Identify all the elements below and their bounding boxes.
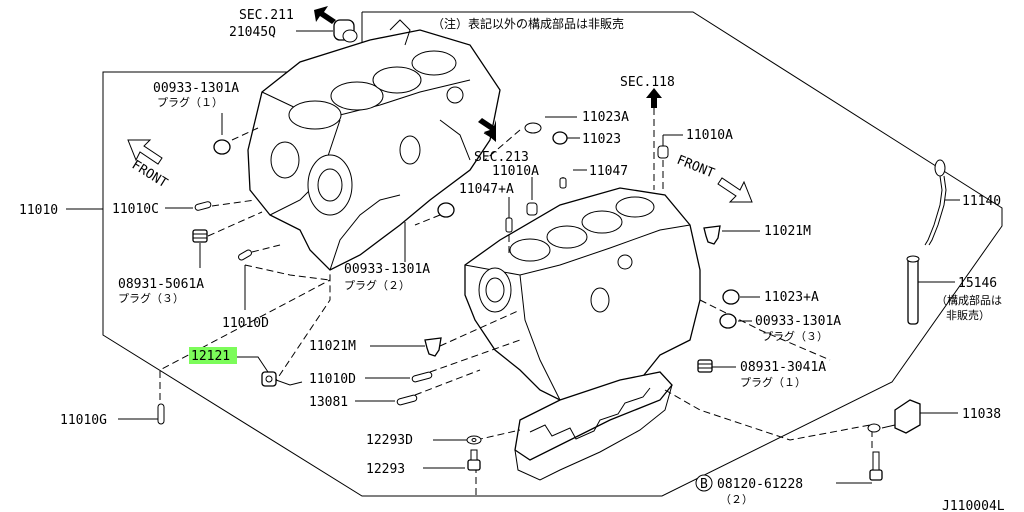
part-15146-label[interactable]: 15146 xyxy=(958,276,997,291)
pin-11047a-icon xyxy=(505,217,513,233)
washer-12293d-icon xyxy=(466,435,482,445)
dowel-pin-11010g-icon xyxy=(157,403,165,425)
bolt-12293-icon xyxy=(467,449,481,471)
front-right-label: FRONT xyxy=(675,153,717,182)
part-00933-mid-label[interactable]: 00933-1301A xyxy=(344,262,430,277)
plug-00933-top-icon xyxy=(213,139,231,155)
part-08931-5061a-label[interactable]: 08931-5061A xyxy=(118,277,204,292)
part-11047a-label[interactable]: 11047+A xyxy=(459,182,514,197)
guide-tube-15146-icon xyxy=(906,255,920,325)
sec213-label[interactable]: SEC.213 xyxy=(474,150,529,165)
part-00933-mid-sub: プラグ（２） xyxy=(344,278,410,292)
sec211-label[interactable]: SEC.211 xyxy=(239,8,294,23)
part-11038-label[interactable]: 11038 xyxy=(962,407,1001,422)
part-21045q-label[interactable]: 21045Q xyxy=(229,25,276,40)
small-parts xyxy=(127,6,947,481)
arrow-sec213-icon xyxy=(478,118,496,142)
part-11021m-right-label[interactable]: 11021M xyxy=(764,224,811,239)
plug-08931-5061a-icon xyxy=(192,229,208,243)
part-00933-right-sub: プラグ（３） xyxy=(762,329,828,343)
dowel-pin-11010d-left-icon xyxy=(238,249,252,261)
bolt-type-letter: B xyxy=(700,477,708,492)
part-11010d-mid-label[interactable]: 11010D xyxy=(309,372,356,387)
part-00933-right-label[interactable]: 00933-1301A xyxy=(755,314,841,329)
arrow-sec118-icon xyxy=(646,88,662,108)
bolt-08120-icon xyxy=(869,451,883,481)
labels: （注）表記以外の構成部品は非販売 SEC.211 21045Q 00933-13… xyxy=(19,8,1005,512)
pin-11047-icon xyxy=(559,177,567,189)
part-11010g-label[interactable]: 11010G xyxy=(60,413,107,428)
part-00933-top-sub: プラグ（１） xyxy=(157,95,223,109)
part-15146-sub2: 非販売） xyxy=(946,309,990,322)
part-11023pa-label[interactable]: 11023+A xyxy=(764,290,819,305)
plug-00933-right-icon xyxy=(719,313,737,329)
oil-jet-12121-icon xyxy=(261,371,303,387)
plug-21045q-icon xyxy=(333,19,358,43)
part-11021m-left-label[interactable]: 11021M xyxy=(309,339,356,354)
highlight-12121 xyxy=(189,347,237,364)
part-11023a-label[interactable]: 11023A xyxy=(582,110,629,125)
front-left-label: FRONT xyxy=(129,158,170,192)
dowel-pin-11010c-icon xyxy=(194,201,212,211)
part-08120-label[interactable]: 08120-61228 xyxy=(717,477,803,492)
part-11010-label[interactable]: 11010 xyxy=(19,203,58,218)
part-11010a-right-label[interactable]: 11010A xyxy=(686,128,733,143)
part-08120-sub: （２） xyxy=(720,493,753,506)
part-11010a-mid-label[interactable]: 11010A xyxy=(492,164,539,179)
part-15146-sub1: （構成部品は xyxy=(936,293,1002,307)
plug-11023pa-icon xyxy=(722,289,740,305)
pin-13081-icon xyxy=(396,394,418,406)
part-11047-label[interactable]: 11047 xyxy=(589,164,628,179)
part-12121-label[interactable]: 12121 xyxy=(191,349,230,364)
part-08931-5061a-sub: プラグ（３） xyxy=(118,291,184,305)
cylinder-block-upper xyxy=(247,19,501,271)
dipstick-11140-icon xyxy=(924,159,947,246)
plug-00933-mid-icon xyxy=(437,202,455,218)
part-11140-label[interactable]: 11140 xyxy=(962,194,1001,209)
bracket-11038-icon xyxy=(867,399,921,434)
plug-11021m-left-icon xyxy=(424,337,442,357)
dowel-pin-11010d-mid-icon xyxy=(411,371,433,383)
reference-code: J110004L xyxy=(942,499,1005,512)
dowel-11010a-mid-icon xyxy=(526,202,538,216)
part-11023-label[interactable]: 11023 xyxy=(582,132,621,147)
arrow-sec211-icon xyxy=(314,6,336,24)
ring-11023a-icon xyxy=(524,122,542,134)
part-00933-top-label[interactable]: 00933-1301A xyxy=(153,81,239,96)
cylinder-block-lower xyxy=(464,187,701,481)
part-12293-label[interactable]: 12293 xyxy=(366,462,405,477)
note-text: （注）表記以外の構成部品は非販売 xyxy=(432,16,624,31)
part-13081-label[interactable]: 13081 xyxy=(309,395,348,410)
sec118-label[interactable]: SEC.118 xyxy=(620,75,675,90)
part-11010d-left-label[interactable]: 11010D xyxy=(222,316,269,331)
part-08931-3041a-sub: プラグ（１） xyxy=(740,375,806,389)
plug-11023-icon xyxy=(552,131,568,145)
plug-08931-3041a-icon xyxy=(697,359,713,373)
part-08931-3041a-label[interactable]: 08931-3041A xyxy=(740,360,826,375)
bolt-type-b-badge: B xyxy=(695,474,713,492)
part-11010c-label[interactable]: 11010C xyxy=(112,202,159,217)
plug-11021m-right-icon xyxy=(703,225,721,245)
dowel-11010a-right-icon xyxy=(657,145,669,159)
part-12293d-label[interactable]: 12293D xyxy=(366,433,413,448)
front-arrow-right-icon xyxy=(717,177,753,203)
leader-lines xyxy=(66,30,960,495)
front-arrow-left-icon xyxy=(127,139,163,165)
